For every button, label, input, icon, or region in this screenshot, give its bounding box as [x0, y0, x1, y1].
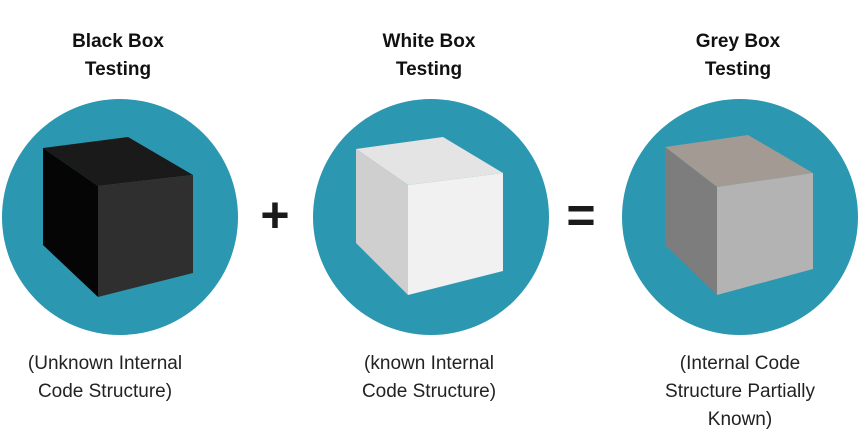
- equals-operator: =: [566, 187, 596, 243]
- grey-box-title-line2: Testing: [704, 59, 772, 80]
- white-box-circle: [311, 97, 551, 337]
- black-cube-icon: [2, 99, 238, 335]
- grey-box-title-line1: Grey Box: [695, 31, 781, 52]
- white-box-title-line2: Testing: [395, 59, 463, 80]
- plus-operator: +: [260, 187, 290, 243]
- black-box-circle: [0, 97, 240, 337]
- grey-box-desc-line2: Structure Partially: [665, 381, 815, 402]
- grey-box-title: Grey Box Testing: [638, 28, 838, 84]
- white-box-title: White Box Testing: [329, 28, 529, 84]
- grey-box-desc-line1: (Internal Code: [679, 353, 801, 374]
- black-box-description: (Unknown Internal Code Structure): [0, 350, 225, 406]
- grey-box-desc-line3: Known): [707, 409, 773, 430]
- white-box-description: (known Internal Code Structure): [309, 350, 549, 406]
- grey-box-description: (Internal Code Structure Partially Known…: [620, 350, 860, 434]
- black-box-title-line2: Testing: [84, 59, 152, 80]
- white-box-title-line1: White Box: [382, 31, 476, 52]
- white-cube-icon: [313, 99, 549, 335]
- black-box-desc-line1: (Unknown Internal: [27, 353, 183, 374]
- grey-box-circle: [620, 97, 860, 337]
- black-box-title-line1: Black Box: [72, 31, 164, 52]
- grey-cube-icon: [622, 99, 858, 335]
- black-box-desc-line2: Code Structure): [37, 381, 173, 402]
- white-box-desc-line1: (known Internal: [364, 353, 494, 374]
- black-box-title: Black Box Testing: [18, 28, 218, 84]
- white-box-desc-line2: Code Structure): [361, 381, 497, 402]
